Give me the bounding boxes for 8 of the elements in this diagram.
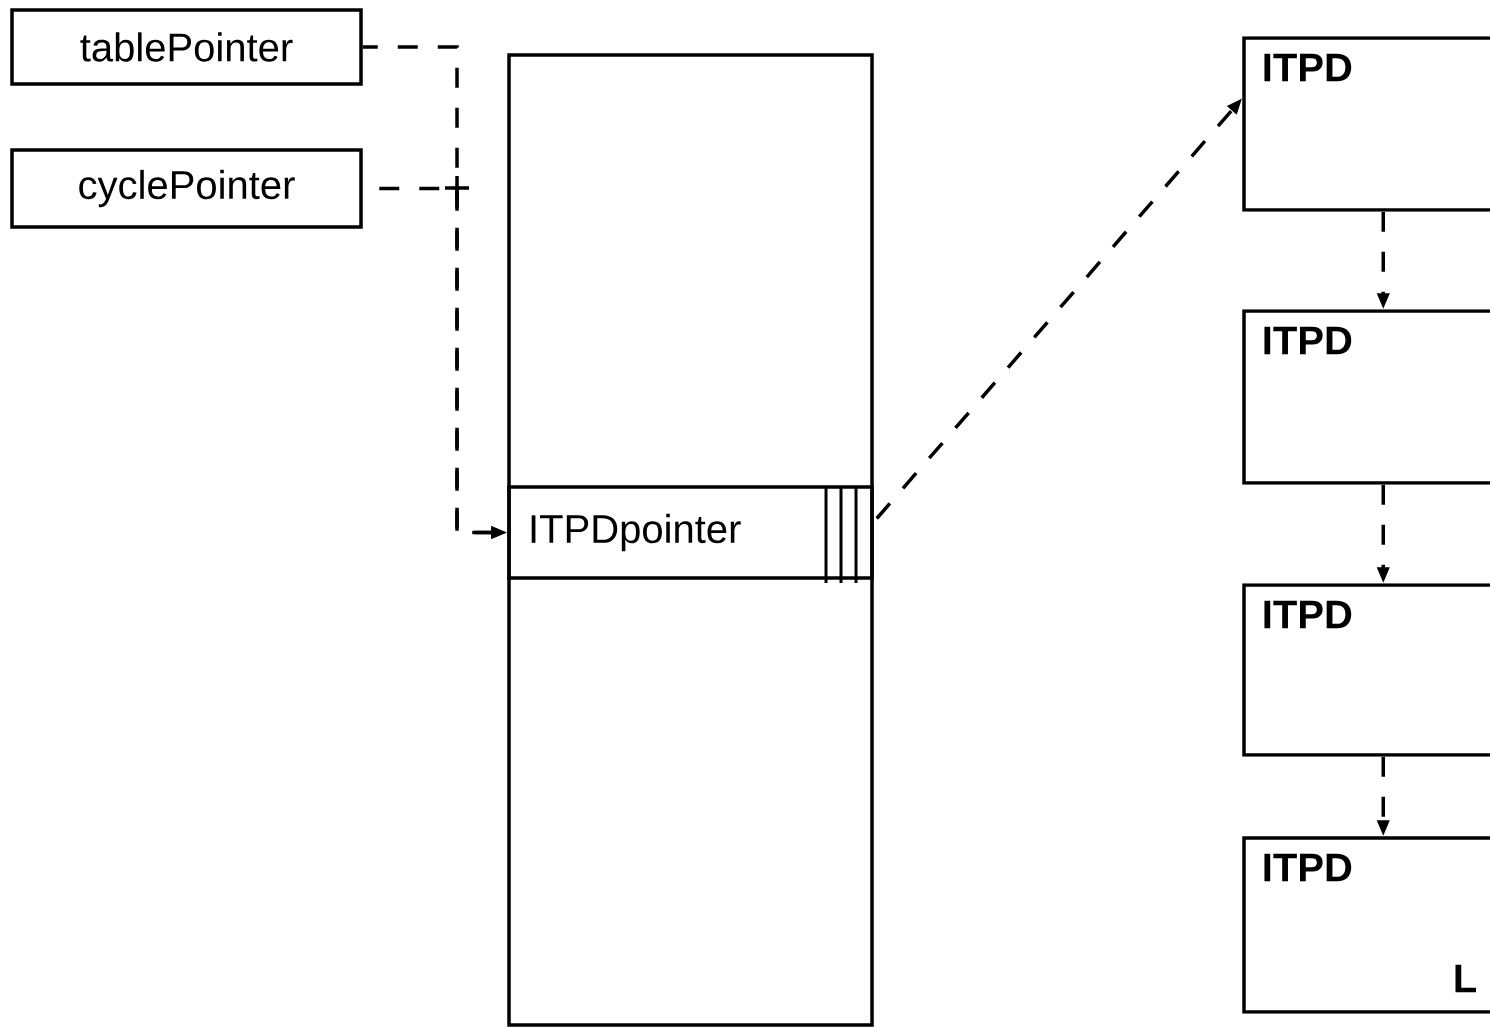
table-row: ITPDpointer (507, 485, 874, 585)
pointer-box: cyclePointer (10, 148, 363, 229)
record-box: ITPD (1242, 309, 1490, 485)
record-box: ITPD (1242, 36, 1490, 212)
pointer-box: tablePointer (10, 8, 363, 86)
record-box: ITPD (1242, 583, 1490, 757)
table-column (507, 53, 874, 1027)
record-box: ITPD L (1242, 836, 1490, 1014)
